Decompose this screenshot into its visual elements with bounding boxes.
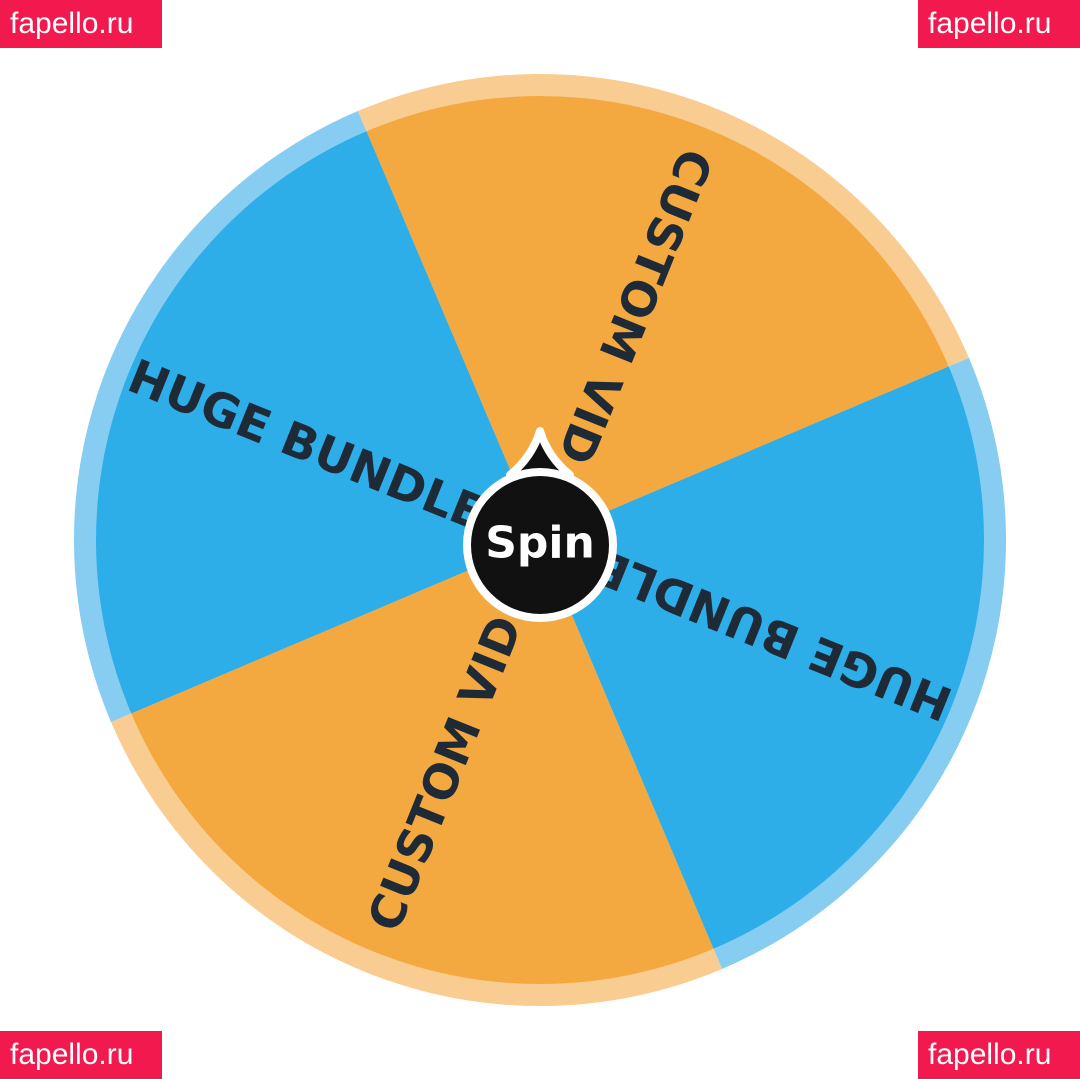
spin-pointer-icon bbox=[506, 427, 574, 479]
spin-button-label[interactable]: Spin bbox=[485, 518, 595, 569]
spin-button[interactable]: Spin bbox=[463, 427, 617, 622]
wheel-segment[interactable] bbox=[540, 366, 984, 949]
watermark-bottom-right: fapello.ru bbox=[918, 1031, 1080, 1079]
wheel-segment[interactable] bbox=[366, 96, 949, 540]
watermark-bottom-left: fapello.ru bbox=[0, 1031, 162, 1079]
spin-button-face[interactable] bbox=[471, 476, 609, 614]
wheel-segment[interactable] bbox=[131, 540, 714, 984]
wheel-segment[interactable] bbox=[96, 131, 541, 714]
wheel-segments[interactable] bbox=[96, 96, 984, 984]
watermark-top-right: fapello.ru bbox=[918, 0, 1080, 48]
watermark-top-left: fapello.ru bbox=[0, 0, 162, 48]
